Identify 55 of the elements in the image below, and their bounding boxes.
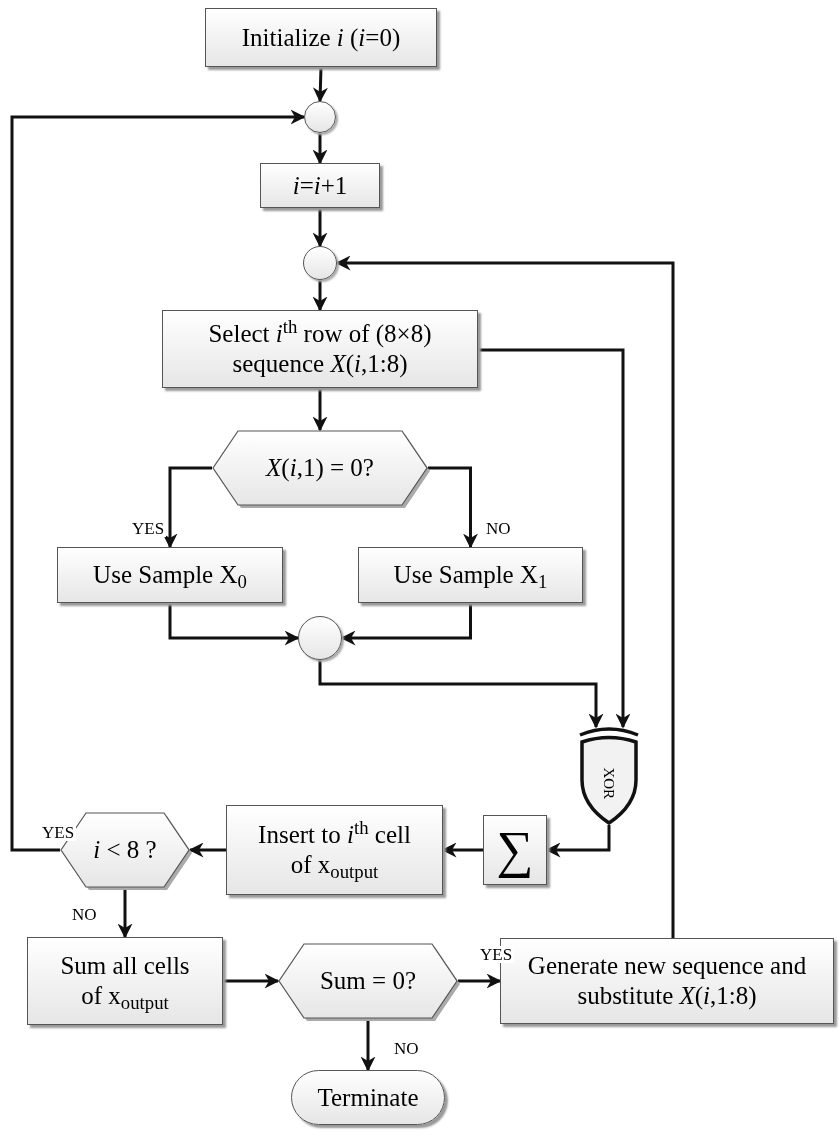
node-text: i < 8 ? xyxy=(93,835,157,865)
process-box xyxy=(205,8,437,67)
arrow xyxy=(458,973,502,989)
edge-label: YES xyxy=(478,946,515,963)
xor-gate xyxy=(578,725,640,825)
arrow xyxy=(223,973,280,989)
process-box xyxy=(358,547,583,603)
arrow xyxy=(312,208,328,248)
arrow xyxy=(188,842,226,858)
arrow xyxy=(312,280,328,312)
node-text: X(i,1) = 0? xyxy=(266,453,374,483)
node-text: Use Sample X$_{0}$ xyxy=(93,560,247,590)
node-text: Terminate xyxy=(317,1082,419,1113)
process-box xyxy=(260,163,380,208)
decision-hexagon xyxy=(212,430,428,506)
node-text: Generate new sequence and substitute X(i,1:8) xyxy=(526,951,808,1011)
arrow xyxy=(335,255,675,938)
process-box xyxy=(226,805,443,895)
arrow xyxy=(10,109,306,852)
circle-junction xyxy=(304,101,336,133)
sum-box xyxy=(483,815,547,885)
edge-label: NO xyxy=(484,520,513,537)
node-text: i=i+1 xyxy=(292,170,348,201)
circle-junction xyxy=(298,616,342,660)
terminator xyxy=(291,1070,445,1125)
arrow xyxy=(168,603,300,646)
node-text: Sum all cells of x$_{output}$ xyxy=(59,951,191,1011)
arrow xyxy=(312,133,328,165)
arrow xyxy=(312,66,328,103)
process-box xyxy=(27,937,223,1025)
node-text: Use Sample X$_{1}$ xyxy=(393,560,548,590)
edge-label: YES xyxy=(40,824,77,841)
arrow xyxy=(318,660,604,729)
edge-label: NO xyxy=(70,906,99,923)
arrow xyxy=(340,603,472,646)
node-text: XOR xyxy=(601,767,618,799)
arrow xyxy=(360,1019,376,1072)
node-text: Sum = 0? xyxy=(319,966,416,996)
process-box xyxy=(57,547,283,603)
node-text: Initialize i (i=0) xyxy=(241,22,401,53)
arrow xyxy=(162,466,212,549)
node-text: Insert to i$^{th}$ cell of x$_{output}$ xyxy=(257,820,412,880)
process-box xyxy=(162,310,478,388)
edge-label: YES xyxy=(130,520,167,537)
edge-label: NO xyxy=(392,1040,421,1057)
arrow xyxy=(312,388,328,432)
decision-hexagon xyxy=(278,943,458,1019)
circle-junction xyxy=(303,246,337,280)
arrow xyxy=(478,348,631,729)
node-text: ∑ xyxy=(496,819,534,880)
arrow xyxy=(117,888,133,939)
arrow xyxy=(441,842,483,858)
arrow xyxy=(428,466,478,549)
node-text: Select i$^{th}$ row of (8×8) sequence X(i,1:8) xyxy=(207,319,433,379)
arrow xyxy=(545,825,611,858)
